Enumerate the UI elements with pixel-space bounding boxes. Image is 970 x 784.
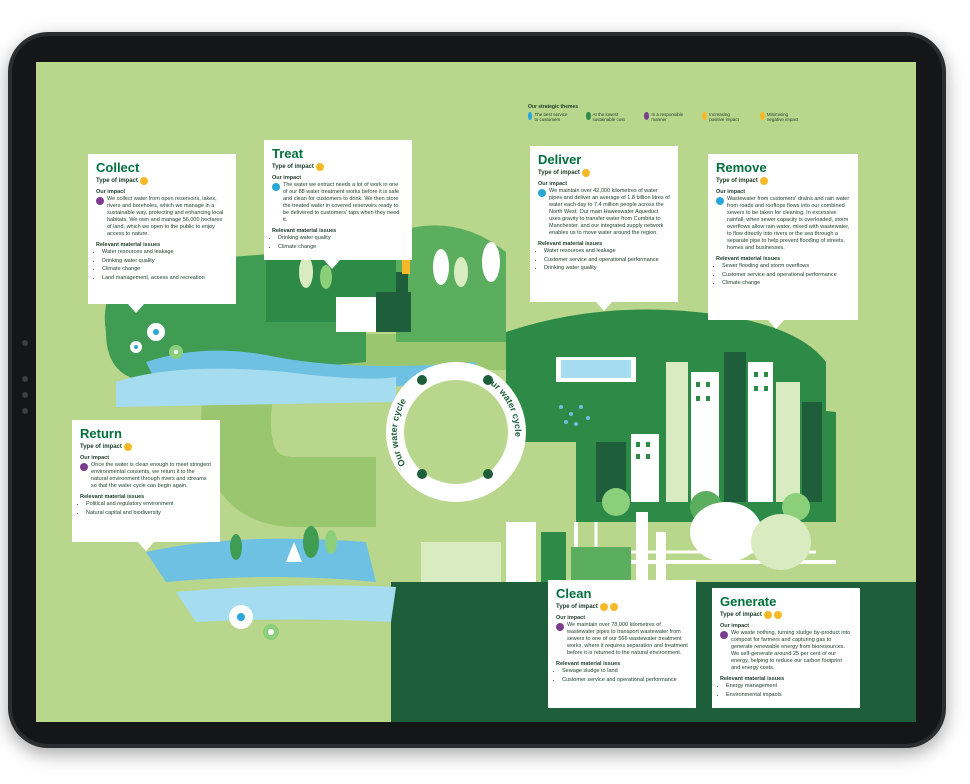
card-return: Return Type of impact Our impact Once th… xyxy=(72,420,220,551)
legend-item: Minimising negative impact xyxy=(760,112,800,122)
legend-item: The best service to customers xyxy=(528,112,568,122)
positive-impact-icon xyxy=(123,443,132,451)
positive-impact-icon xyxy=(702,112,708,120)
negative-impact-icon xyxy=(773,611,782,619)
customer-service-icon xyxy=(716,197,724,205)
customer-service-icon xyxy=(528,112,533,120)
side-button xyxy=(22,392,28,398)
positive-impact-icon xyxy=(581,169,590,177)
strategic-themes-legend: Our strategic themes The best service to… xyxy=(528,104,800,122)
positive-impact-icon xyxy=(315,163,324,171)
side-button xyxy=(22,340,28,346)
card-collect: Collect Type of impact Our impact We col… xyxy=(88,154,236,313)
positive-impact-icon xyxy=(139,177,148,185)
legend-item: At the lowest sustainable cost xyxy=(586,112,626,122)
card-clean: Clean Type of impact Our impact We maint… xyxy=(548,580,696,708)
issues-list: Water resources and leakage Drinking wat… xyxy=(96,249,228,282)
impact-text: We collect water from open reservoirs, l… xyxy=(107,196,224,237)
responsible-icon xyxy=(80,463,88,471)
legend-item: Increasing positive impact xyxy=(702,112,742,122)
customer-service-icon xyxy=(538,189,546,197)
card-generate: Generate Type of impact Our impact We wa… xyxy=(712,588,860,708)
negative-impact-icon xyxy=(760,112,765,120)
card-remove: Remove Type of impact Our impact Wastewa… xyxy=(708,154,858,329)
card-title: Collect xyxy=(96,160,140,175)
positive-impact-icon xyxy=(763,611,772,619)
legend-title: Our strategic themes xyxy=(528,104,579,110)
card-treat: Treat Type of impact Our impact The wate… xyxy=(264,140,412,269)
positive-impact-icon xyxy=(599,603,608,611)
cost-icon xyxy=(586,112,591,120)
side-button xyxy=(22,376,28,382)
infographic-screen: Our water cycle Our water cycle Our stra… xyxy=(36,62,916,722)
negative-impact-icon xyxy=(609,603,618,611)
side-button xyxy=(22,408,28,414)
card-deliver: Deliver Type of impact Our impact We mai… xyxy=(530,146,678,311)
responsible-icon xyxy=(556,623,564,631)
negative-impact-icon xyxy=(759,177,768,185)
responsible-icon xyxy=(720,631,728,639)
customer-service-icon xyxy=(272,183,280,191)
legend-item: In a responsible manner xyxy=(644,112,684,122)
responsible-icon xyxy=(96,197,104,205)
responsible-icon xyxy=(644,112,650,120)
